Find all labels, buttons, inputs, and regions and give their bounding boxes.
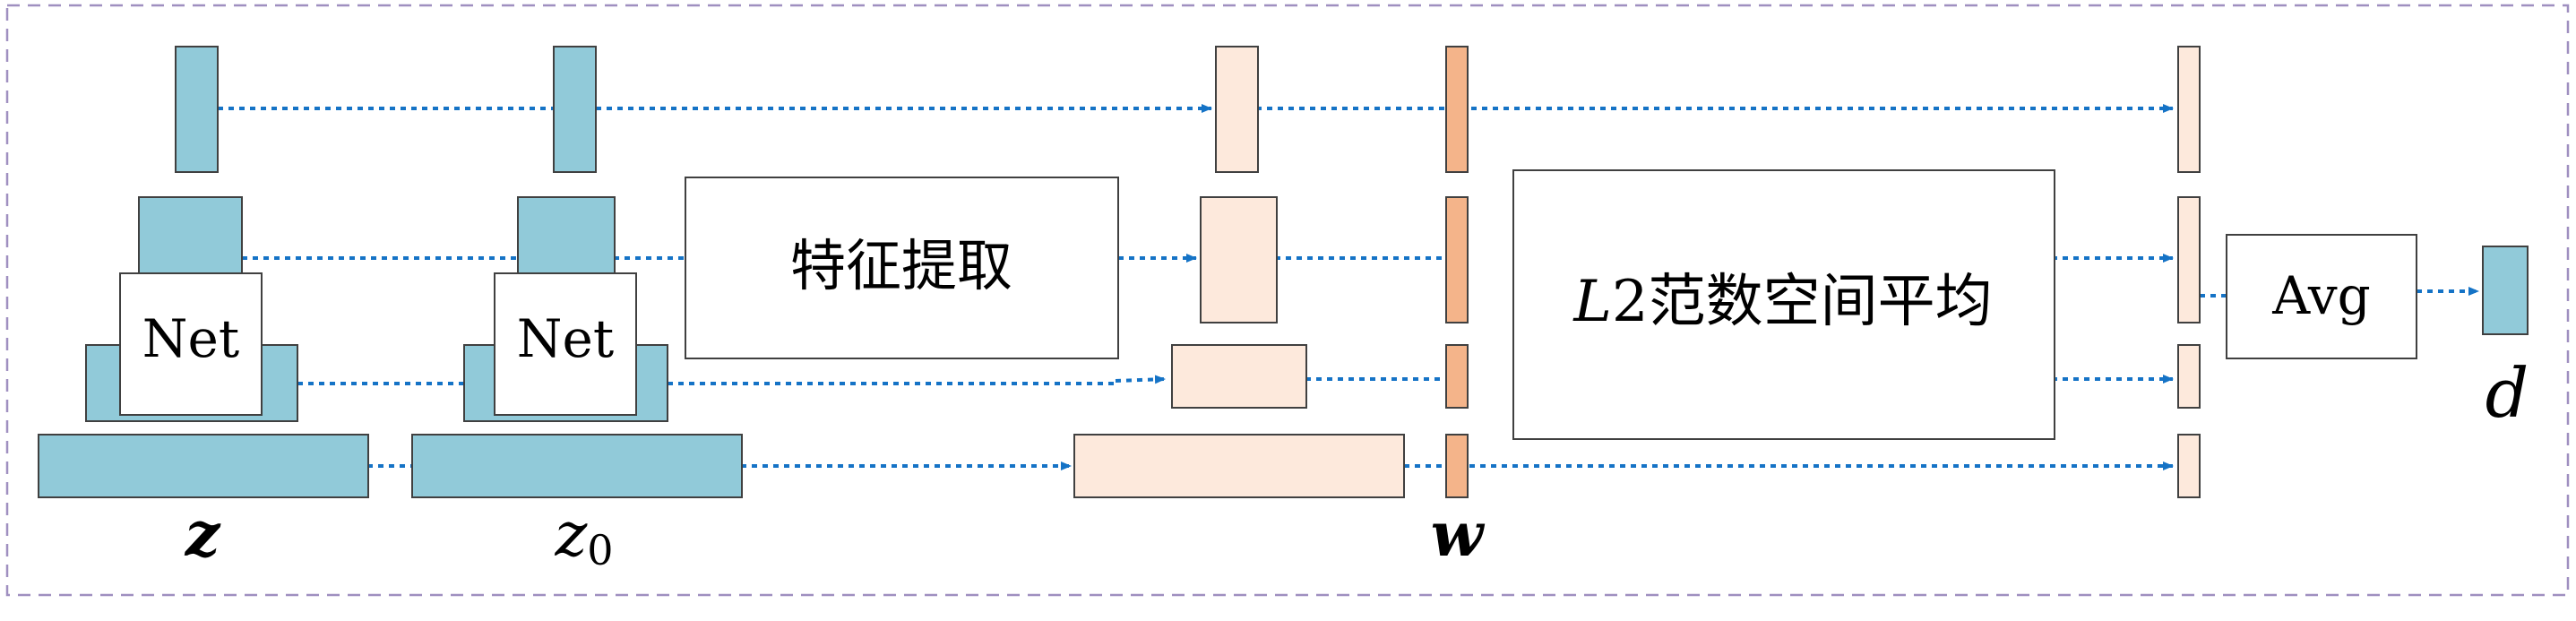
- net-label-1: Net: [142, 308, 239, 369]
- z-level-2: [138, 196, 243, 274]
- z-level-4: [38, 434, 369, 498]
- w-level-4: [1445, 434, 1469, 498]
- l2-average-label: L2范数空间平均: [1572, 269, 1992, 335]
- out-level-1: [2177, 46, 2201, 173]
- label-w: w: [1431, 499, 1486, 571]
- edge-l3-to-feat: [1115, 375, 1166, 384]
- w-level-2: [1445, 196, 1469, 323]
- avg-label: Avg: [2271, 265, 2370, 326]
- outer-frame: [5, 4, 2570, 597]
- z-level-1: [175, 46, 219, 173]
- connectors: [218, 104, 2479, 470]
- w-level-1: [1445, 46, 1469, 173]
- feature-level-4: [1073, 434, 1405, 498]
- z0-level-1: [553, 46, 597, 173]
- z0-level-2: [517, 196, 616, 274]
- feature-extract-label: 特征提取: [790, 233, 1012, 298]
- feature-extract-box: [685, 177, 1119, 359]
- net-box-1: [119, 272, 263, 416]
- out-level-3: [2177, 344, 2201, 409]
- l2-average-box: [1512, 169, 2055, 440]
- z0-level-4: [411, 434, 743, 498]
- label-z: z: [185, 499, 221, 571]
- pyramid-z: [38, 46, 369, 498]
- net-box-2: [494, 272, 637, 416]
- output-d-block: [2482, 246, 2529, 335]
- w-level-3: [1445, 344, 1469, 409]
- avg-box: [2226, 234, 2417, 359]
- feature-level-2: [1200, 196, 1278, 323]
- feature-level-1: [1215, 46, 1259, 173]
- net-label-2: Net: [517, 308, 614, 369]
- out-level-4: [2177, 434, 2201, 498]
- label-z0: z0: [554, 500, 613, 574]
- feature-maps: [1073, 46, 1405, 498]
- label-d: d: [2486, 353, 2529, 433]
- output-strips: [2177, 46, 2201, 498]
- out-level-2: [2177, 196, 2201, 323]
- feature-level-3: [1171, 344, 1307, 409]
- weights-w: [1445, 46, 1469, 498]
